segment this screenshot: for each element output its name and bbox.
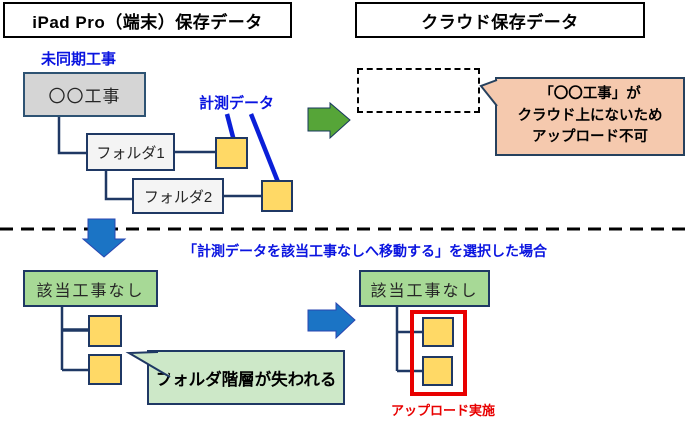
measurement-file-icon [422,356,453,386]
blue-down-arrow-icon [81,218,127,258]
hierarchy-lost-callout: フォルダ階層が失われる [147,350,345,405]
measurement-pointer-line-2 [248,113,281,183]
callout-line: クラウド上にないため [517,107,663,124]
no-project-node-left: 該当工事なし [23,270,158,307]
green-right-arrow-icon [307,101,351,140]
device-panel-title: iPad Pro（端末）保存データ [3,2,292,38]
measurement-data-label: 計測データ [199,95,275,112]
unsynced-project-label: 未同期工事 [41,51,117,68]
measurement-file-icon [88,315,122,347]
project-node: 〇〇工事 [23,72,146,117]
move-option-caption: 「計測データを該当工事なしへ移動する」を選択した場合 [183,243,547,259]
cloud-panel-title: クラウド保存データ [355,2,645,38]
callout-line: 「〇〇工事」が [539,85,641,102]
callout-line: アップロード不可 [532,129,648,146]
upload-done-label: アップロード実施 [391,403,496,418]
measurement-file-icon [215,137,248,169]
upload-blocked-callout: 「〇〇工事」が クラウド上にないため アップロード不可 [495,77,685,156]
folder1-node: フォルダ1 [86,133,175,171]
no-project-node-right: 該当工事なし [359,270,490,307]
measurement-file-icon [88,354,122,385]
connector-folder1-folder2 [104,171,132,201]
measurement-file-icon [261,180,293,212]
measurement-pointer-line-1 [224,113,237,142]
connector-project-folder1 [57,116,86,155]
empty-cloud-slot [357,68,480,113]
measurement-file-icon [422,317,454,347]
blue-right-arrow-icon [307,301,356,340]
folder2-node: フォルダ2 [132,178,224,214]
